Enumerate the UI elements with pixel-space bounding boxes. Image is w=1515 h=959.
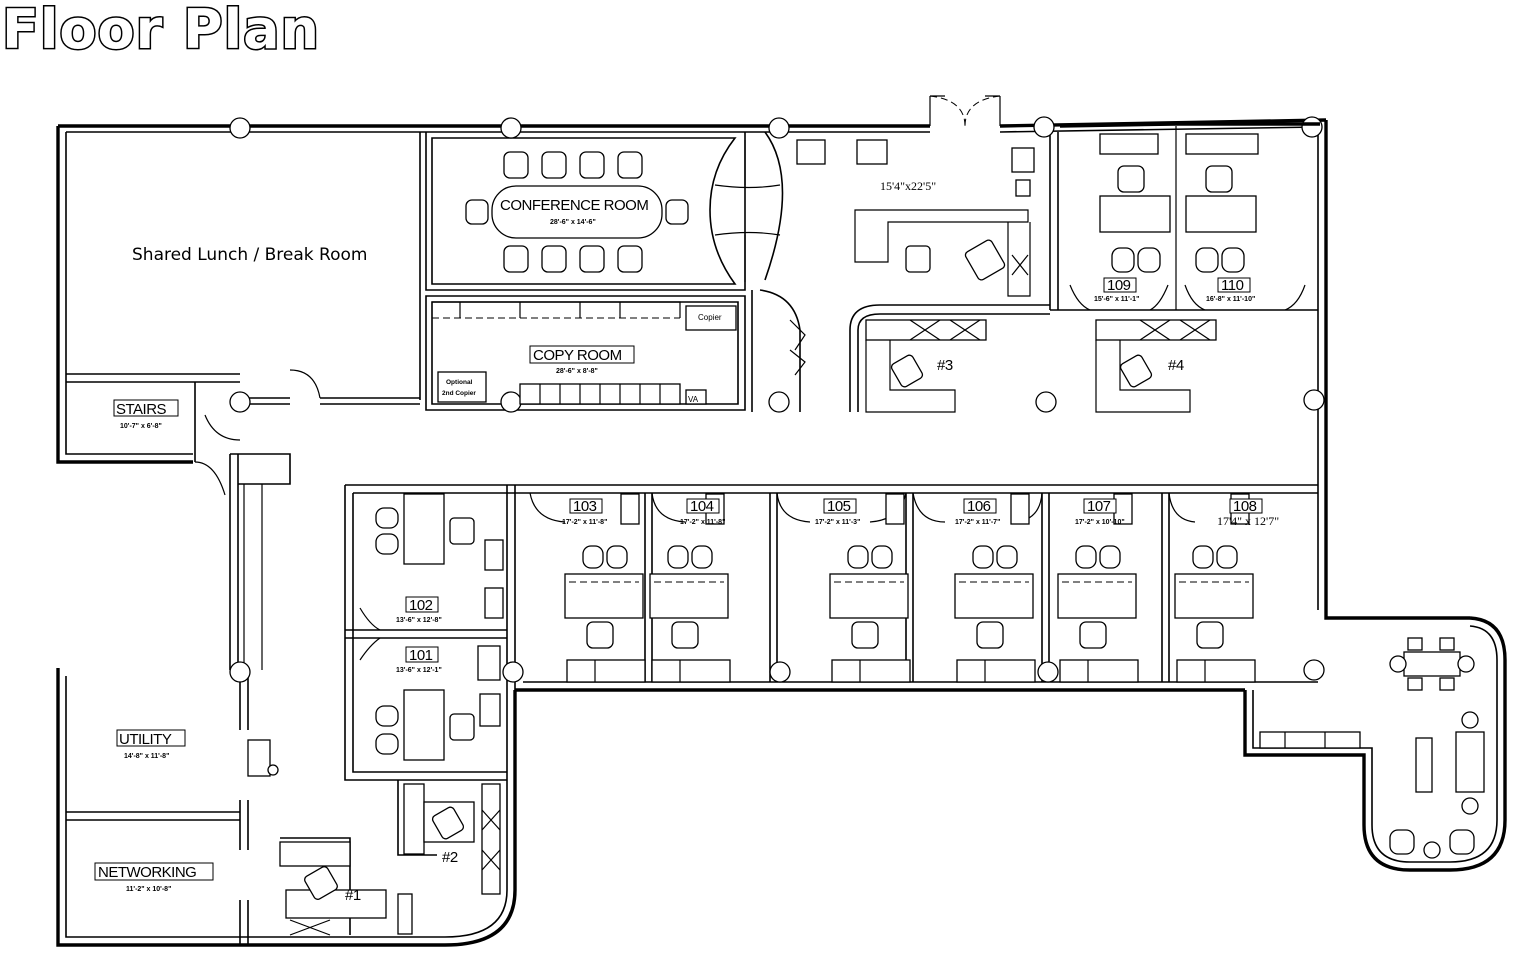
stairs-label: STAIRS <box>116 401 167 418</box>
workstation-1-label: #1 <box>345 887 361 904</box>
optional-copier-line2: 2nd Copier <box>442 390 476 397</box>
room-107-label: 107 <box>1087 498 1111 515</box>
lunch-room-label: Shared Lunch / Break Room <box>132 245 367 265</box>
room-104-dims: 17'-2" x 11'-8" <box>680 519 725 526</box>
room-105-dims: 17'-2" x 11'-3" <box>815 519 860 526</box>
office-105-furniture <box>829 493 911 683</box>
room-106-label: 106 <box>967 498 991 515</box>
copy-room-dims: 28'-6" x 8'-8" <box>556 368 598 375</box>
va-label: VA <box>688 395 699 404</box>
room-103-label: 103 <box>573 498 597 515</box>
room-108-dims: 17'4" x 12'7" <box>1217 514 1279 528</box>
room-labels: Shared Lunch / Break Room STAIRS 10'-7" … <box>94 179 1279 904</box>
room-106-dims: 17'-2" x 11'-7" <box>955 519 1000 526</box>
doors <box>194 95 1306 661</box>
office-107-furniture <box>1057 493 1139 683</box>
room-103-dims: 17'-2" x 11'-8" <box>562 519 607 526</box>
workstation-2-label: #2 <box>442 849 458 866</box>
room-108-label: 108 <box>1233 498 1257 515</box>
networking-label: NETWORKING <box>98 864 196 881</box>
copy-room-label: COPY ROOM <box>533 347 622 364</box>
office-106-furniture <box>954 493 1036 683</box>
optional-copier-line1: Optional <box>446 379 473 386</box>
room-105-label: 105 <box>827 498 851 515</box>
stairs-dims: 10'-7" x 6'-8" <box>120 423 162 430</box>
page-title: Floor Plan <box>2 0 320 61</box>
room-104-label: 104 <box>690 498 714 515</box>
room-109-dims: 15'-6" x 11'-1" <box>1094 296 1139 303</box>
interior-walls <box>66 131 1318 945</box>
room-107-dims: 17'-2" x 10'-10" <box>1075 519 1125 526</box>
office-103-furniture <box>564 493 646 683</box>
office-104-furniture <box>649 493 731 683</box>
utility-label: UTILITY <box>119 731 172 748</box>
workstation-4-label: #4 <box>1168 357 1184 374</box>
room-102-label: 102 <box>409 597 433 614</box>
networking-dims: 11'-2" x 10'-8" <box>126 886 171 893</box>
room-110-dims: 16'-8" x 11'-10" <box>1206 296 1255 303</box>
office-108-furniture <box>1174 493 1256 683</box>
room-110-label: 110 <box>1221 277 1244 294</box>
room-101-dims: 13'-6" x 12'-1" <box>396 667 442 674</box>
structural-columns <box>229 116 1325 683</box>
room-109-label: 109 <box>1107 277 1131 294</box>
furniture <box>247 122 1485 936</box>
reception-dims: 15'4"x22'5" <box>880 179 936 193</box>
utility-dims: 14'-8" x 11'-8" <box>124 753 169 760</box>
room-102-dims: 13'-6" x 12'-8" <box>396 617 442 624</box>
outer-walls <box>56 118 1507 947</box>
copier-label: Copier <box>698 313 722 322</box>
workstation-3-label: #3 <box>937 357 953 374</box>
conference-room-dims: 28'-6" x 14'-6" <box>550 219 596 226</box>
room-101-label: 101 <box>409 647 433 664</box>
conference-room-label: CONFERENCE ROOM <box>500 197 648 214</box>
